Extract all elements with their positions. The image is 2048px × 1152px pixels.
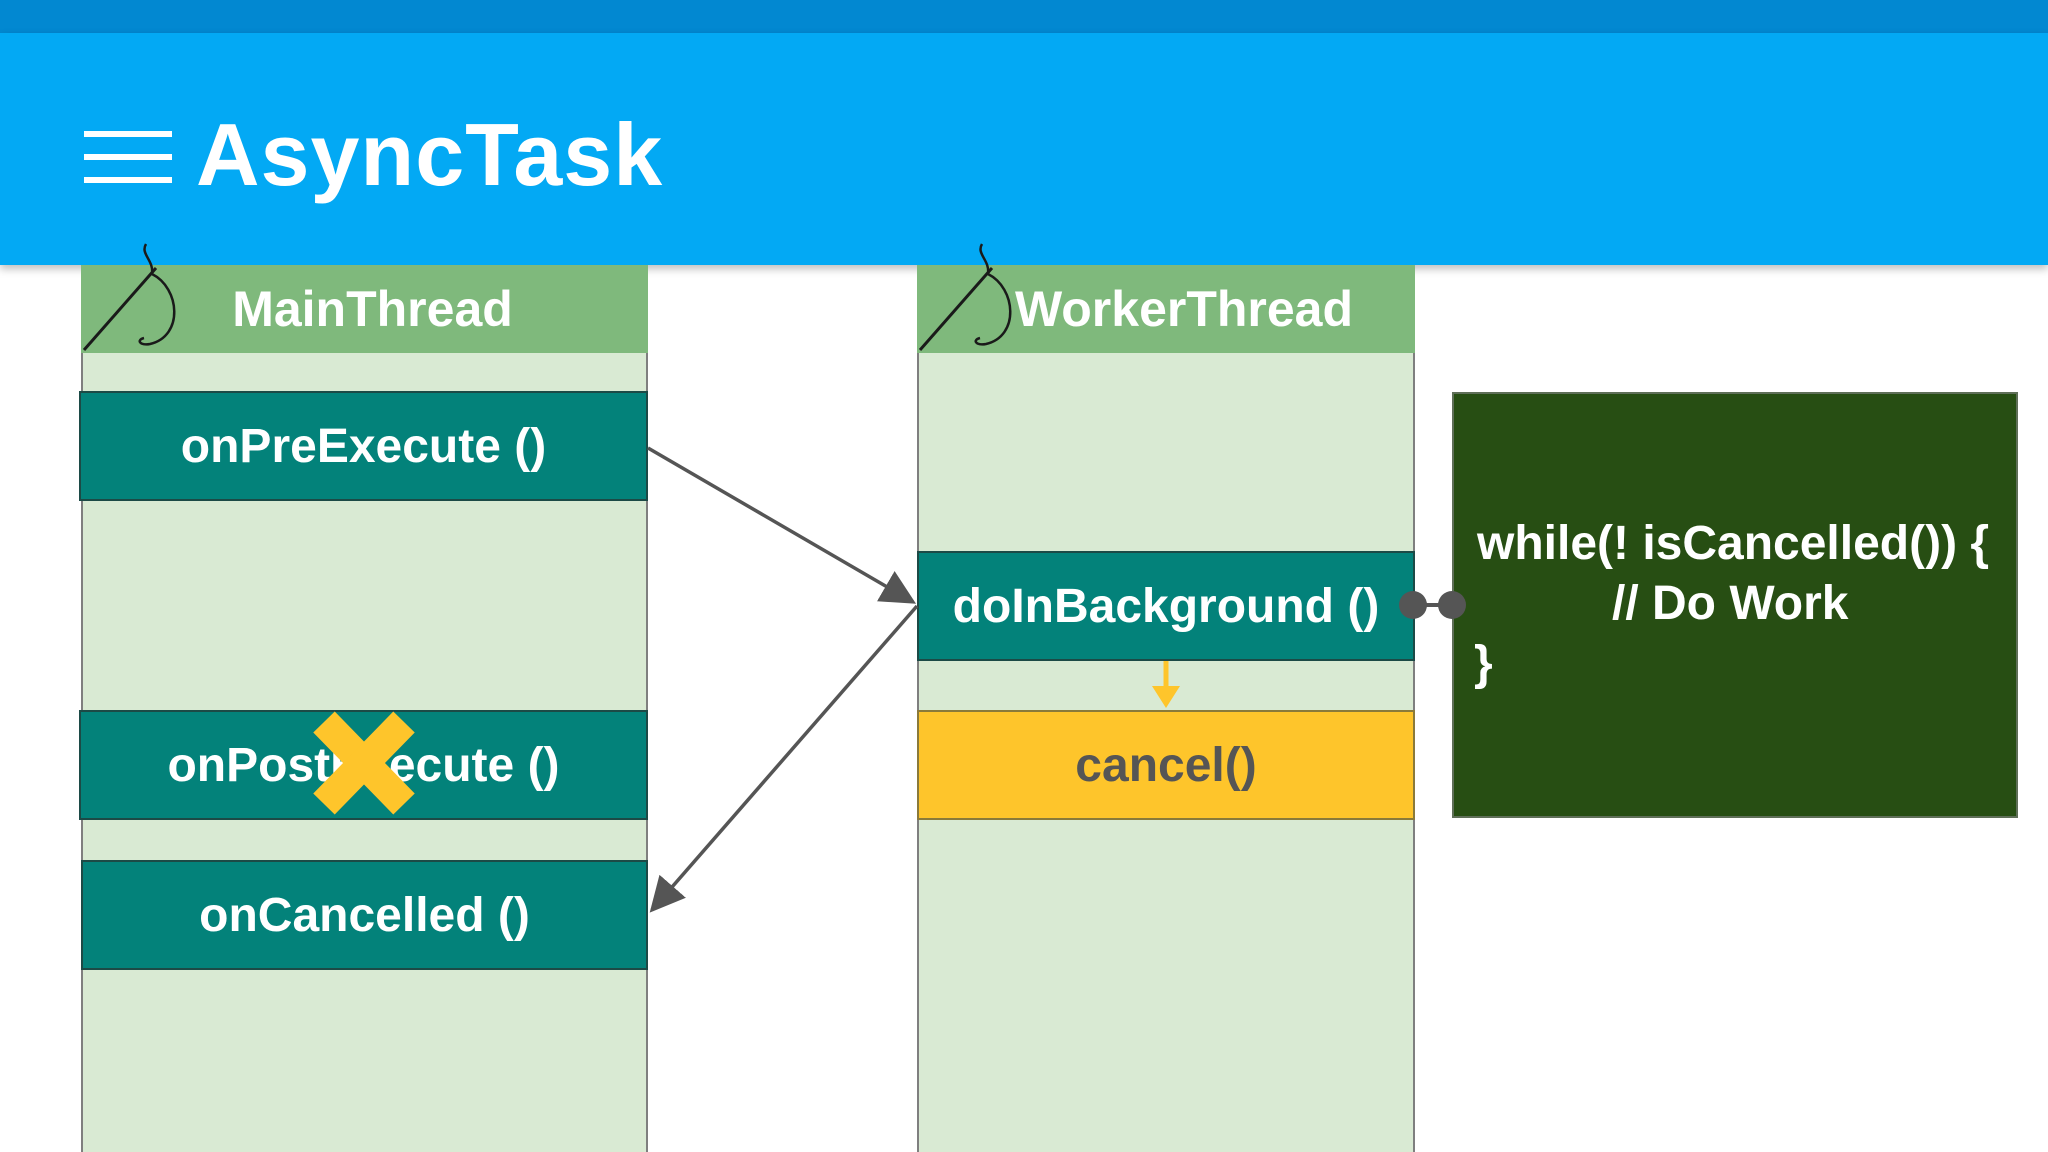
background-to-cancelled-arrow [649, 604, 919, 913]
cancel-block: cancel() [917, 710, 1415, 820]
needle-thread-icon [82, 243, 176, 351]
needle-thread-icon [918, 243, 1012, 351]
app-bar: AsyncTask [0, 33, 2048, 265]
menu-icon[interactable] [84, 131, 172, 183]
code-line-while: while(! isCancelled()) { [1477, 517, 1990, 570]
page-title: AsyncTask [196, 105, 664, 204]
status-bar [0, 0, 2048, 33]
worker-thread-header: WorkerThread [917, 265, 1415, 353]
on-pre-execute-block: onPreExecute () [79, 391, 648, 501]
worker-thread-column [917, 265, 1415, 1152]
code-line-close-brace: } [1474, 637, 1493, 690]
code-line-comment: // Do Work [1612, 577, 1849, 630]
do-in-background-block: doInBackground () [917, 551, 1415, 661]
code-box: while(! isCancelled()) { // Do Work } [1452, 392, 2018, 818]
on-cancelled-block: onCancelled () [81, 860, 648, 970]
main-thread-header: MainThread [81, 265, 648, 353]
pre-execute-to-background-arrow [647, 446, 917, 604]
on-post-execute-block: onPostExecute () [79, 710, 648, 820]
